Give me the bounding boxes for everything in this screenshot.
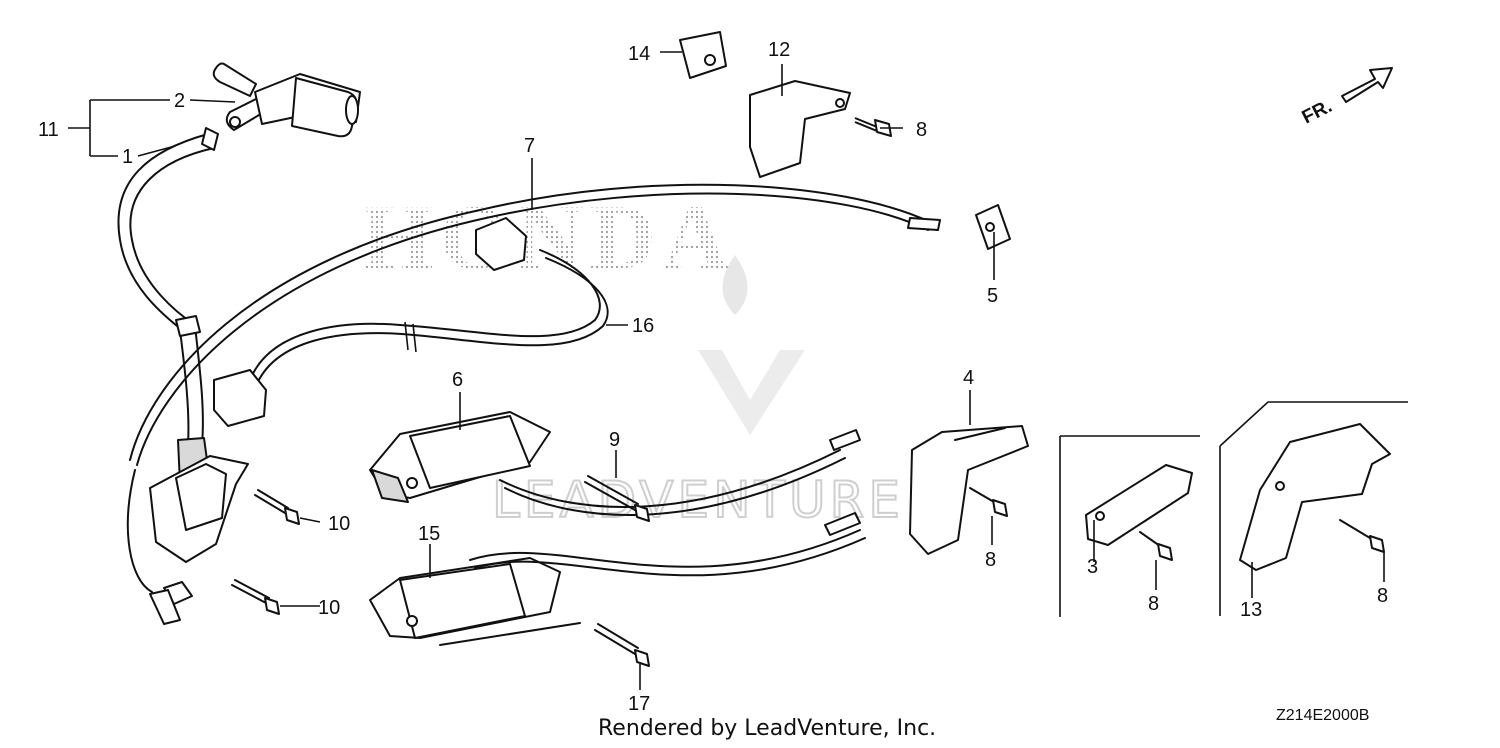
- callout-4: 4: [963, 367, 974, 389]
- high-tension-cord: [117, 127, 219, 331]
- inset-panel-13: [1219, 401, 1408, 616]
- bolt-10-lower: [231, 579, 280, 615]
- leader-lines: [68, 51, 1385, 690]
- spark-plug-cap: [212, 62, 361, 138]
- callout-11: 11: [38, 119, 59, 141]
- honda-watermark: HONDA: [362, 186, 734, 288]
- diagram-code: Z214E2000B: [1276, 707, 1369, 724]
- callout-2: 2: [174, 90, 185, 112]
- bracket-12: [749, 80, 851, 178]
- clip-14: [679, 31, 727, 79]
- front-direction-arrow: FR.: [1299, 67, 1393, 129]
- leadventure-logo-watermark: [698, 255, 805, 435]
- callout-17: 17: [628, 693, 650, 715]
- bracket-4: [909, 425, 1029, 555]
- callout-5: 5: [987, 285, 998, 307]
- callout-15: 15: [418, 523, 440, 545]
- bolt-8-bracket4: [969, 487, 1008, 517]
- callout-13: 13: [1240, 599, 1262, 621]
- callout-12: 12: [768, 39, 790, 61]
- callout-6: 6: [452, 369, 463, 391]
- callout-8-top: 8: [916, 119, 927, 141]
- callout-10-lower: 10: [318, 597, 340, 619]
- grommet-5: [975, 204, 1011, 250]
- callout-9: 9: [609, 429, 620, 451]
- charge-coil-lower: [369, 512, 866, 646]
- bolt-17: [594, 623, 650, 667]
- callout-3: 3: [1087, 556, 1098, 578]
- inset-panel-3: [1059, 435, 1200, 617]
- fr-label: FR.: [1299, 96, 1336, 129]
- callout-8-inset13: 8: [1377, 585, 1388, 607]
- render-credit: Rendered by LeadVenture, Inc.: [598, 716, 937, 741]
- callout-14: 14: [628, 43, 650, 65]
- callout-8-inset3: 8: [1148, 593, 1159, 615]
- wire-harness: [213, 217, 609, 427]
- callout-16: 16: [632, 315, 654, 337]
- stop-switch-wire: [129, 183, 941, 466]
- ignition-coil: [126, 315, 249, 625]
- callout-1: 1: [122, 146, 133, 168]
- callout-10-upper: 10: [328, 513, 350, 535]
- bolt-10-upper: [254, 489, 300, 525]
- bolt-8-top: [854, 117, 892, 137]
- bolt-9: [584, 475, 650, 522]
- callout-7: 7: [524, 135, 535, 157]
- charge-coil-upper: [369, 411, 861, 516]
- callout-8-mid: 8: [985, 549, 996, 571]
